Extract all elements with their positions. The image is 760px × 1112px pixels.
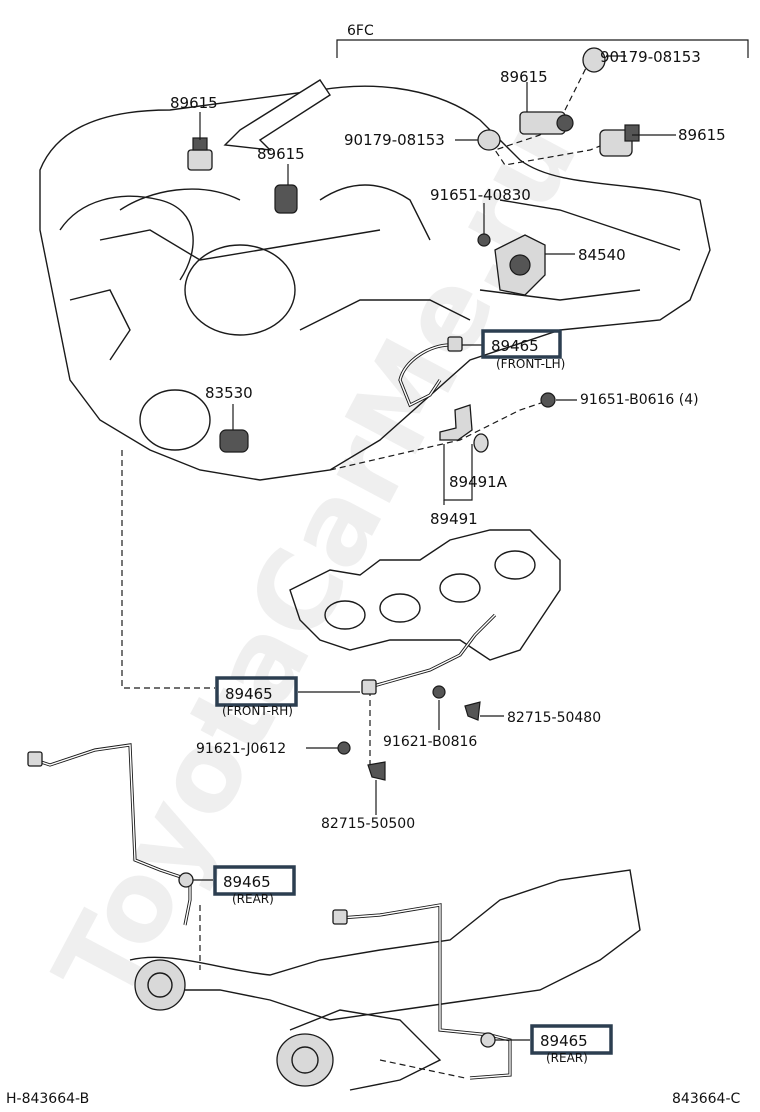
label-91621-b0816: 91621-B0816 (383, 734, 477, 750)
label-90179-08153-top: 90179-08153 (600, 48, 701, 66)
note-rear-1: (REAR) (232, 892, 274, 906)
label-89465-rear-2[interactable]: 89465 (540, 1032, 588, 1050)
grommet-90179-top (582, 47, 606, 73)
wire-89465-front-rh (361, 613, 497, 695)
leader-lines (193, 55, 676, 1041)
grommet-90179-mid (477, 129, 501, 151)
label-82715-50480: 82715-50480 (507, 710, 601, 726)
wire-89465-front-lh (398, 336, 463, 408)
label-91621-j0612: 91621-J0612 (196, 741, 286, 757)
note-front-lh: (FRONT-LH) (496, 357, 565, 371)
label-89465-rear-1[interactable]: 89465 (223, 873, 271, 891)
group-6fc-bracket: 6FC (336, 23, 749, 58)
label-89465-front-rh[interactable]: 89465 (225, 685, 273, 703)
sensor-83530 (219, 429, 249, 453)
label-83530: 83530 (205, 384, 253, 402)
sensor-89615-top (519, 111, 574, 135)
sensor-89615-right (599, 124, 640, 157)
label-89615-top-right: 89615 (500, 68, 548, 86)
bolt-91621-j0612 (337, 741, 351, 755)
label-89491: 89491 (430, 510, 478, 528)
note-front-rh: (FRONT-RH) (222, 704, 293, 718)
sensor-84540 (494, 234, 546, 296)
label-89615-mid-right: 89615 (678, 126, 726, 144)
code-right: 843664-C (672, 1091, 740, 1107)
label-91651-b0616: 91651-B0616 (4) (580, 392, 699, 408)
label-91651-40830: 91651-40830 (430, 186, 531, 204)
highlight-89465-rear-1 (213, 865, 296, 896)
label-89465-front-lh[interactable]: 89465 (491, 337, 539, 355)
clamp-82715-50480 (464, 701, 481, 721)
label-84540: 84540 (578, 246, 626, 264)
bracket-89491 (439, 404, 489, 453)
label-89491a: 89491A (449, 473, 508, 491)
sensor-89615-center (274, 184, 298, 214)
wire-89465-rear-2 (332, 903, 512, 1080)
note-rear-2: (REAR) (546, 1051, 588, 1065)
bolt-91621-b0816 (432, 685, 446, 699)
highlight-89465-front-rh (215, 676, 298, 707)
bolt-91651-40830 (477, 233, 491, 247)
group-6fc-label: 6FC (347, 23, 374, 39)
exhaust-manifold (289, 529, 561, 661)
clamp-82715-50500 (367, 761, 386, 781)
label-89615-left: 89615 (170, 94, 218, 112)
label-89615-center: 89615 (257, 145, 305, 163)
wire-89465-rear-1 (27, 743, 194, 926)
label-82715-50500: 82715-50500 (321, 816, 415, 832)
exhaust-pipe (129, 869, 641, 1091)
highlight-89465-rear-2 (530, 1024, 613, 1055)
highlight-89465-front-lh (481, 329, 562, 359)
bolt-91651-b0616 (540, 392, 556, 408)
label-90179-08153-mid: 90179-08153 (344, 131, 445, 149)
code-left: H-843664-B (6, 1091, 89, 1107)
sensor-89615-left (187, 137, 213, 171)
